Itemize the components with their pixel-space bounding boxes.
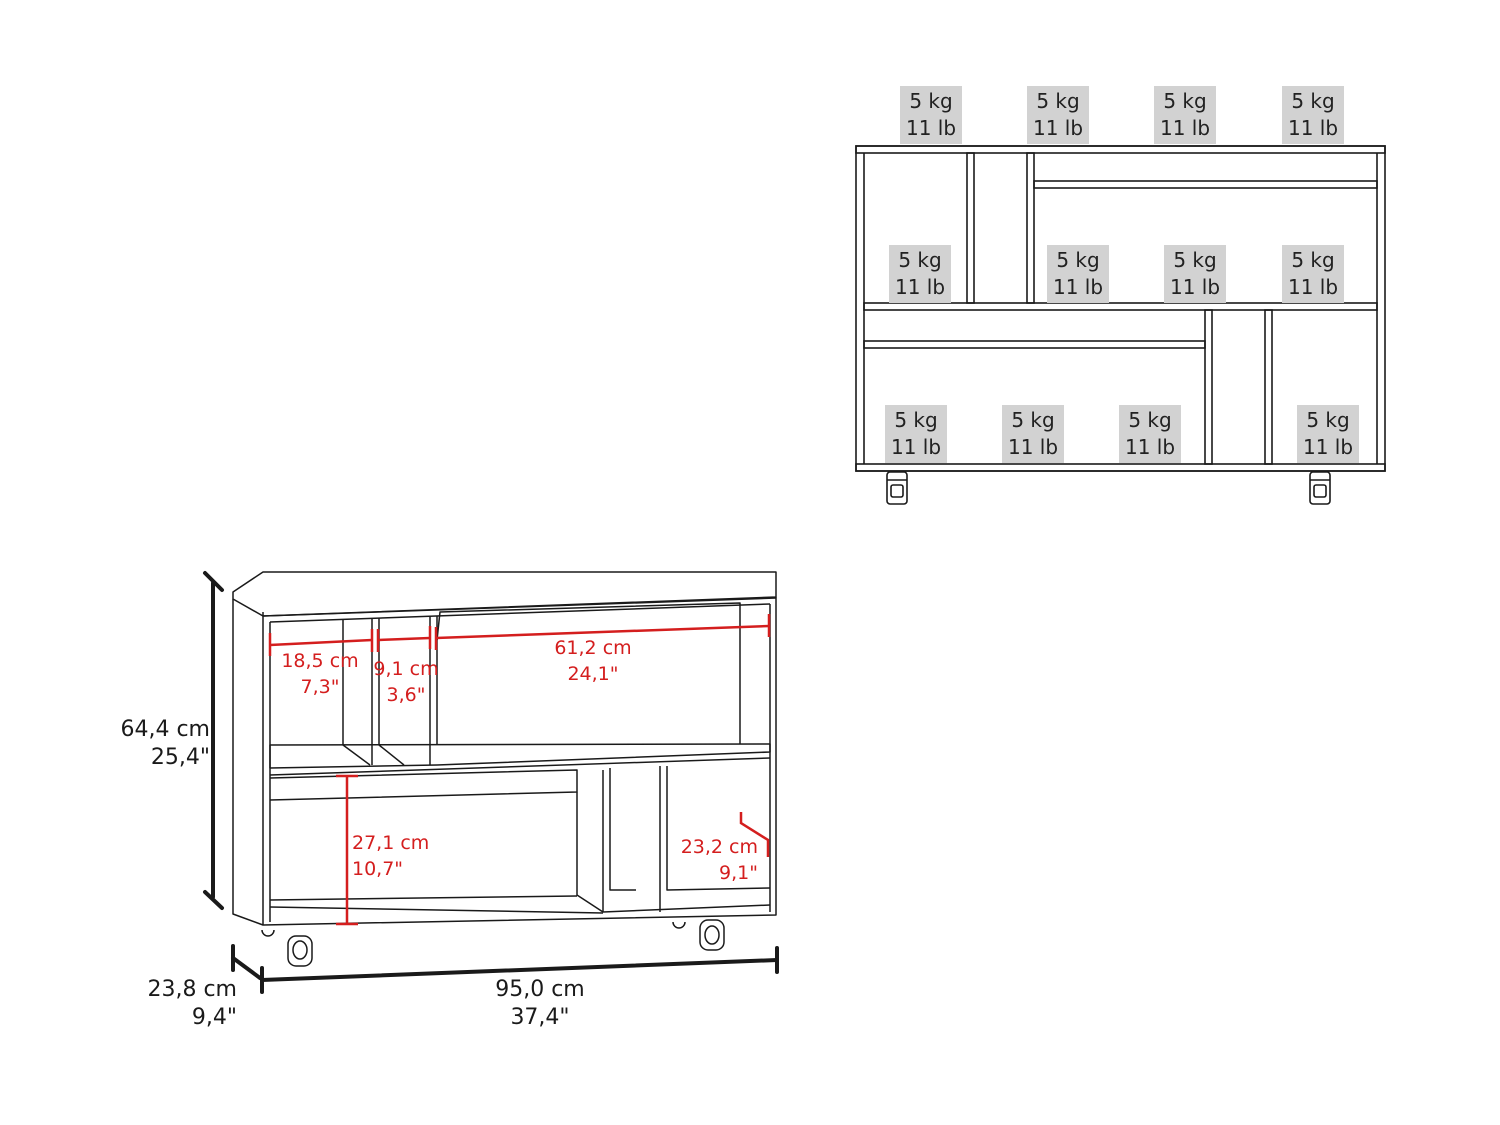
bottom-board: [855, 463, 1386, 472]
top-board: [855, 145, 1386, 154]
upper-divider-1: [966, 152, 975, 304]
middle-shelf-surface: [269, 743, 771, 769]
caster-front-left: [261, 929, 313, 967]
caster-front-right: [672, 919, 725, 951]
depth-dimension-line: [231, 956, 262, 980]
lower-divider-2: [1264, 309, 1273, 465]
caster-right: [1309, 471, 1331, 505]
top-right-width-line: [435, 624, 770, 640]
width-dimension-line: [260, 958, 779, 982]
inner-depth-line: [739, 812, 770, 857]
lower-divider-1: [1204, 309, 1213, 465]
upper-divider-2: [1026, 152, 1035, 304]
caster-left: [886, 471, 908, 505]
upper-inner-shelf: [1033, 180, 1378, 189]
lower-inner-shelf: [863, 340, 1206, 349]
top-middle-width-line: [377, 636, 431, 642]
middle-shelf: [863, 302, 1378, 311]
top-left-width-line: [269, 638, 373, 647]
